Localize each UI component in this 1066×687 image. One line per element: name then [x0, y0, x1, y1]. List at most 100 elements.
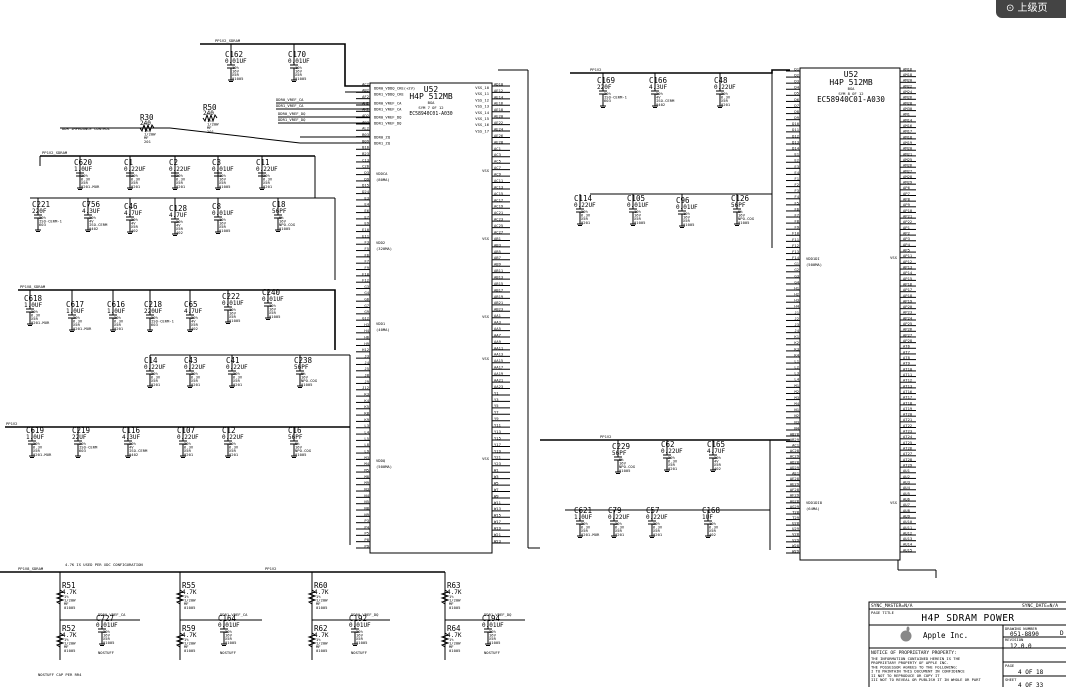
cap-ref: C18	[272, 200, 286, 209]
cap-spec: X5R	[233, 378, 241, 383]
cap-spec: X5R	[131, 224, 139, 229]
pin-number: AE12	[494, 88, 503, 93]
pin-number: E7	[364, 214, 369, 219]
cap-ref: C1	[124, 158, 133, 167]
pin-number: E10	[362, 227, 370, 232]
pin-number: N1	[794, 407, 799, 412]
cap-spec: X5R	[581, 528, 589, 533]
cap-value: 0.22UF	[124, 166, 146, 173]
pin-number: K3	[794, 346, 799, 351]
vss-group-label: VSS	[482, 236, 490, 241]
cap-spec: 603	[151, 322, 158, 327]
pin-number: F3	[364, 240, 369, 245]
res-spec: MF	[64, 644, 69, 649]
pin-number: AC3	[494, 152, 501, 157]
cap-value: 1.0UF	[107, 308, 125, 315]
cap-spec: X5R	[721, 98, 729, 103]
cap-ref: C616	[107, 300, 126, 309]
res-spec: 01005	[316, 648, 327, 653]
res-value: 4.7K	[447, 632, 462, 639]
pin-number: AP28	[903, 338, 913, 343]
pin-number: AC28	[790, 448, 800, 453]
cap-value: 0.01UF	[222, 300, 244, 307]
cap-ref: C194	[482, 614, 501, 623]
cap-spec: 6.3V	[721, 95, 731, 100]
pin-number: W23	[494, 538, 501, 543]
pin-number: AT27	[903, 451, 912, 456]
pin-number: AB28	[790, 431, 800, 436]
cap-value: 22UF	[72, 434, 87, 441]
pin-number: M2	[794, 389, 799, 394]
pin-number: E9	[364, 221, 369, 226]
pin-number: G6	[364, 297, 369, 302]
pin-number: AT23	[903, 429, 912, 434]
pin-number: F6	[794, 206, 799, 211]
cap-value: 220F	[32, 208, 47, 215]
cap-spec: 20%	[191, 371, 199, 376]
pin-number: K2	[794, 340, 799, 345]
pin-number: Y15	[494, 435, 501, 440]
pin-number: AP14	[903, 270, 913, 275]
cap-value: 0.22UF	[608, 514, 630, 521]
pin-number: AP6	[903, 185, 911, 190]
pin-number: F3	[794, 188, 799, 193]
pin-signal-label: DDR1_VREF_DQ	[374, 121, 402, 126]
res-spec: MF	[449, 601, 454, 606]
pin-number: AT7	[903, 349, 910, 354]
pin-number: AU1	[903, 468, 911, 473]
cap-spec: X5R	[81, 180, 89, 185]
cap-ref: C164	[218, 614, 237, 623]
cap-spec: 20%	[176, 219, 184, 224]
power-group-current: (64MA)	[806, 506, 820, 511]
corner-tab[interactable]: ⊙ 上级页	[996, 0, 1066, 18]
pin-number: V29	[792, 537, 800, 542]
cap-spec: 01005	[619, 468, 630, 473]
res-spec: MF	[207, 125, 212, 130]
pin-number: G3	[364, 284, 369, 289]
cap-spec: 16V	[683, 215, 691, 220]
power-group-name: VDD1DI8	[806, 500, 823, 505]
cap-ref: C618	[24, 294, 43, 303]
chip-ref: U52	[424, 85, 439, 94]
pin-number: W28	[792, 543, 800, 548]
res-spec: 1/20W	[64, 598, 76, 603]
cap-ref: C8	[212, 202, 222, 211]
pin-number: D4	[794, 85, 799, 90]
cap-spec: 20%	[604, 91, 612, 96]
power-group-current: (40MA)	[376, 327, 390, 332]
pin-number: G12	[362, 316, 369, 321]
cap-spec: 20%	[89, 215, 97, 220]
chip-pn: EC58940C01-A030	[817, 95, 885, 104]
wiring-left	[5, 43, 370, 545]
res-value: 4.7K	[62, 632, 77, 639]
cap-spec: ISO-CERM-1	[151, 319, 175, 324]
cap-spec: 16V	[279, 219, 287, 224]
pin-number: AM24	[903, 89, 913, 94]
apple-logo-leaf	[906, 626, 910, 632]
cap-ref: C162	[225, 50, 243, 59]
pin-number: Y13	[494, 429, 501, 434]
pin-number: W21	[494, 532, 502, 537]
pin-number: AP15	[903, 276, 912, 281]
cap-ref: C14	[144, 356, 158, 365]
cap-spec: 5%	[301, 371, 306, 376]
cap-spec: X5R	[219, 180, 227, 185]
notice-line: THE POSSESSOR AGREES TO THE FOLLOWING:	[871, 664, 958, 669]
pin-number: H2	[794, 292, 799, 297]
cap-spec: X5R	[103, 636, 111, 641]
cap-value: 1.0UF	[66, 308, 84, 315]
pin-number: Y19	[494, 448, 502, 453]
cap-ref: C48	[714, 76, 728, 85]
res-spec: 201	[144, 139, 152, 144]
net-label: DDR0_VREF_CA	[98, 612, 126, 617]
